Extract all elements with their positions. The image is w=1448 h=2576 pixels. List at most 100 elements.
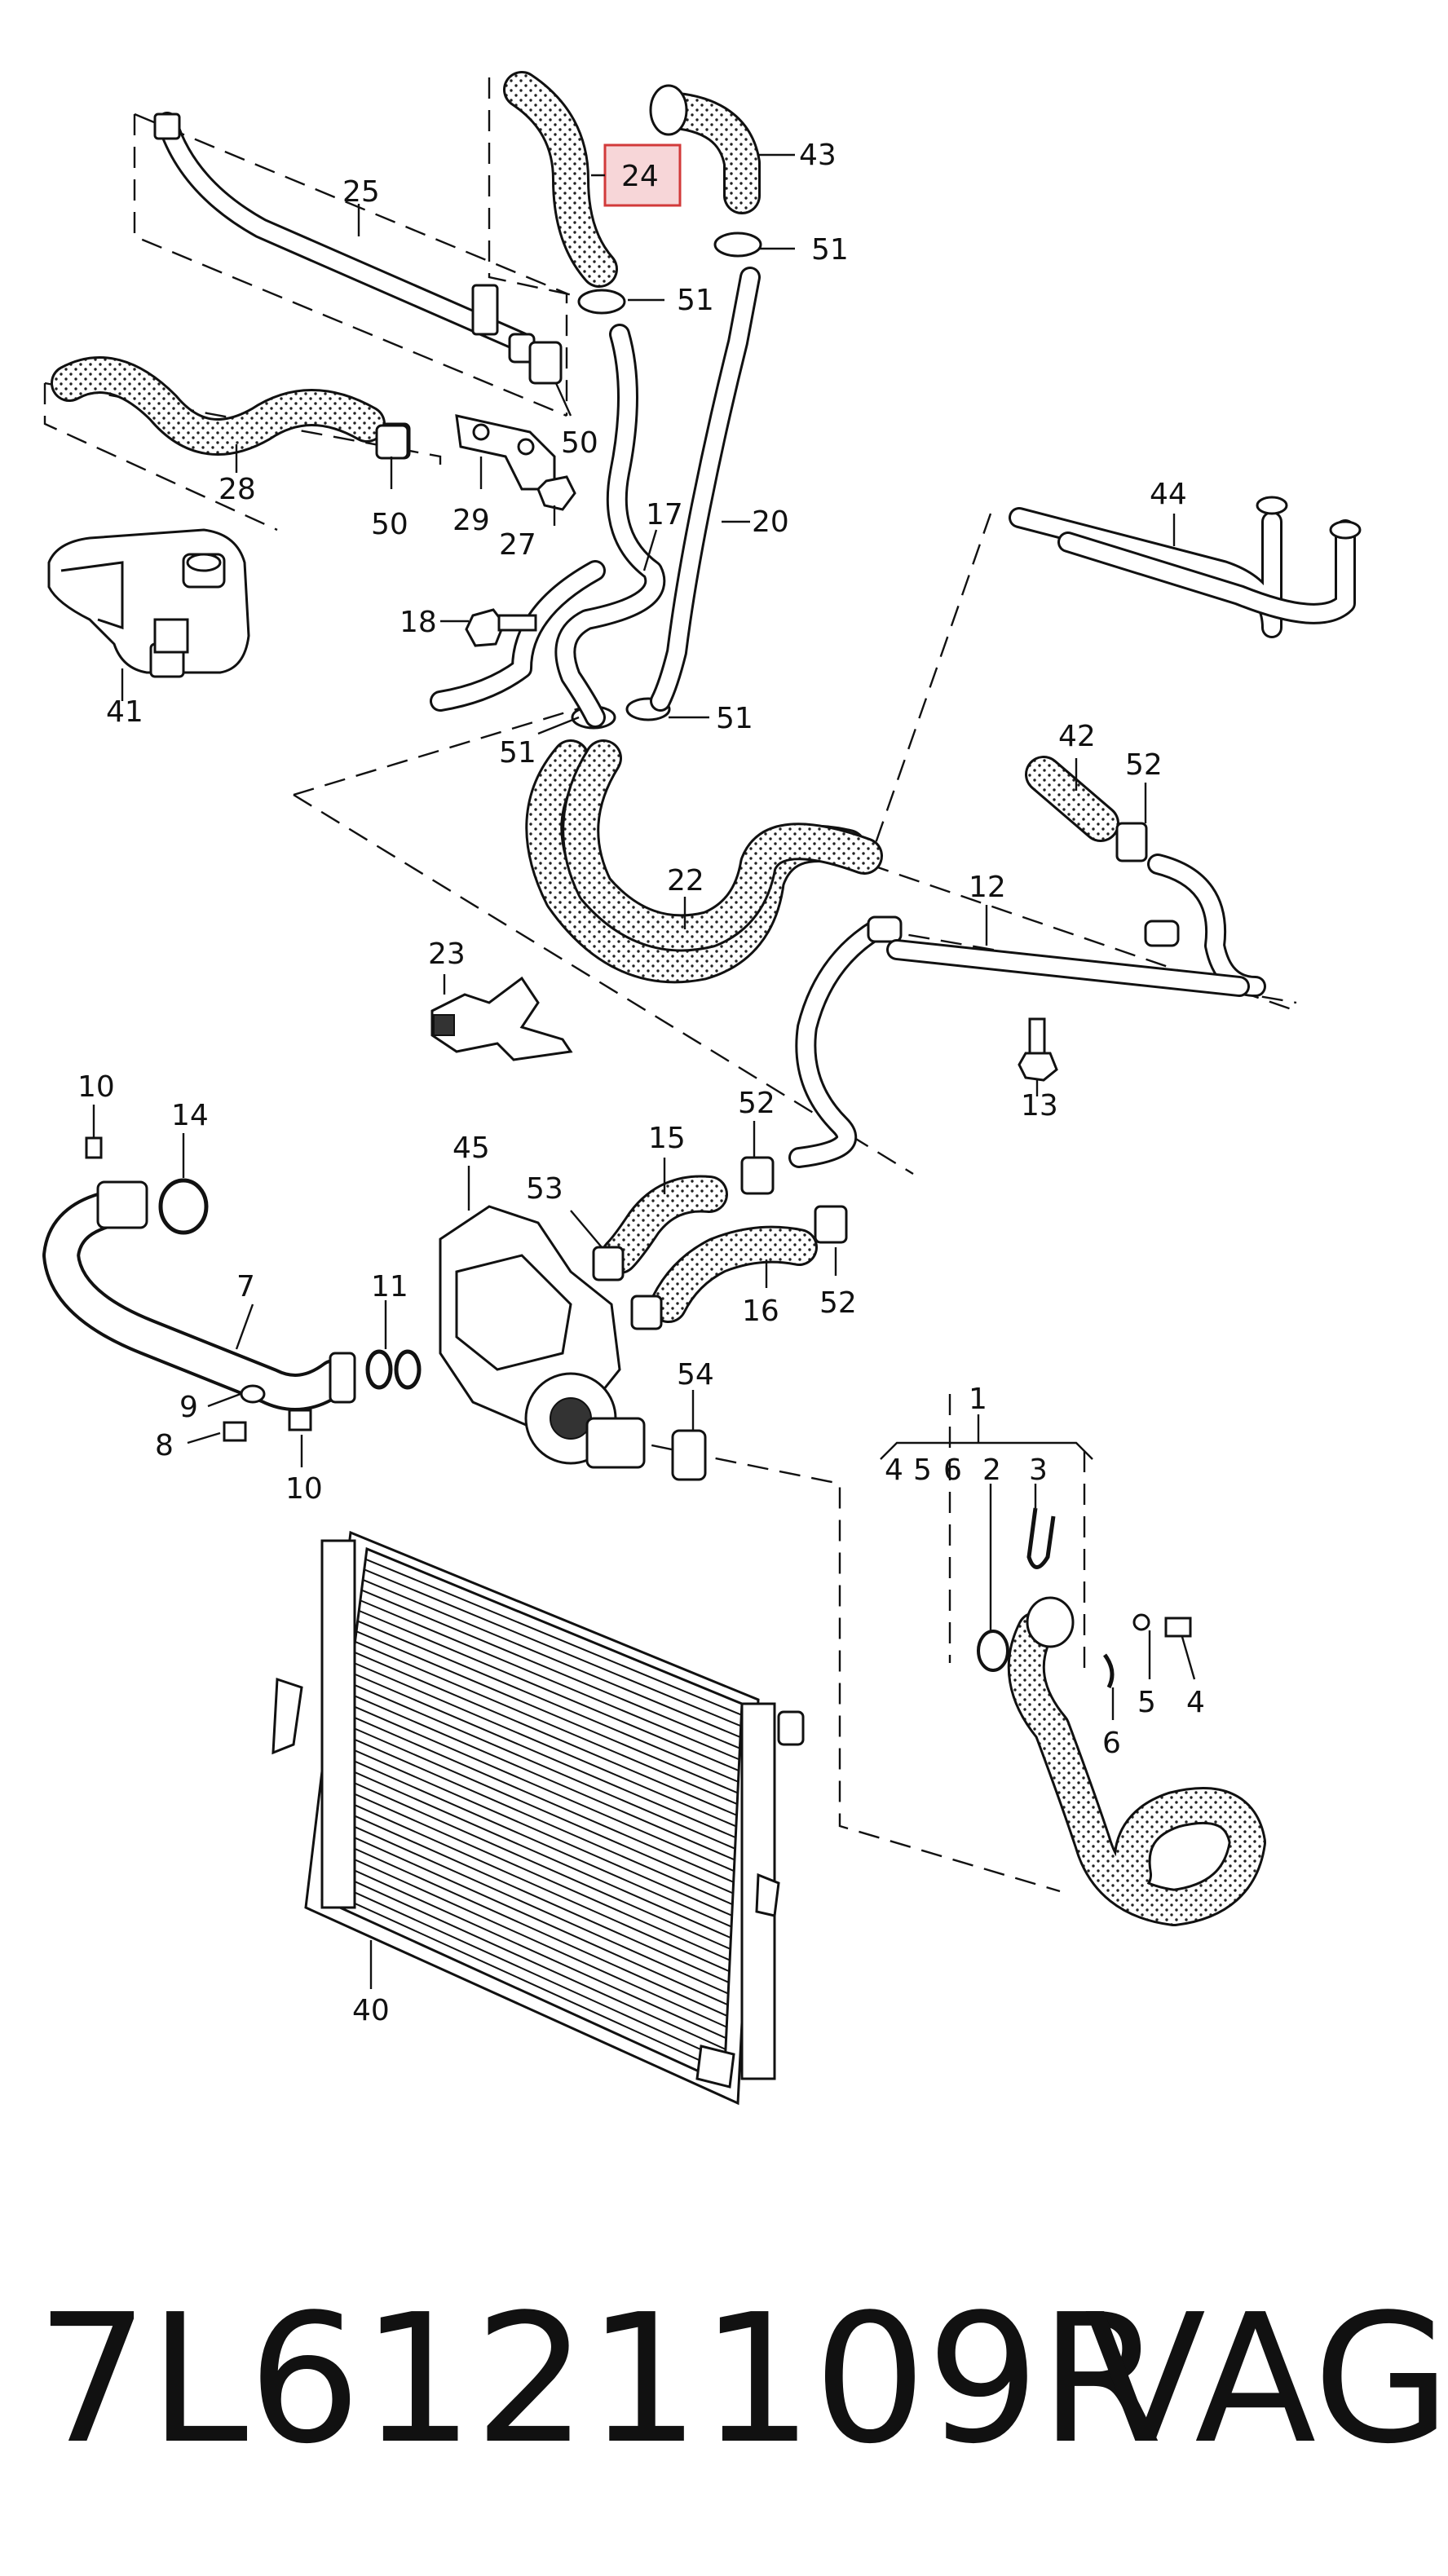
callout-1: 1: [969, 1383, 987, 1416]
part-16-hose: [650, 1225, 818, 1323]
callout-44: 44: [1150, 478, 1187, 511]
callout-9: 9: [179, 1391, 198, 1424]
radiator-fin: [342, 1733, 733, 1906]
radiator-fin: [334, 1795, 730, 1973]
part-18-bolt: [465, 608, 537, 647]
radiator-fin: [347, 1692, 735, 1861]
part-44-pipe-assembly: [1009, 496, 1362, 638]
callout-45: 45: [452, 1131, 490, 1165]
radiator-fin: [355, 1640, 738, 1806]
callout-50: 50: [561, 426, 598, 460]
radiator-fin: [347, 1702, 735, 1872]
callout-51: 51: [677, 284, 714, 317]
callout-12: 14: [171, 1099, 209, 1132]
radiator-fin: [344, 1723, 734, 1895]
part-42-hose: [1025, 756, 1148, 862]
callout-54: 54: [677, 1358, 714, 1392]
radiator-fin: [340, 1754, 732, 1928]
callout-52: 52: [738, 1087, 775, 1120]
part-23-sensor: [430, 976, 573, 1061]
brand-name: VAG: [1084, 2277, 1448, 2483]
callout-22: 22: [667, 864, 704, 898]
radiator-fin: [324, 1877, 726, 2062]
radiator-fin: [349, 1682, 735, 1850]
callout-51: 51: [716, 702, 753, 735]
callout-51: 51: [811, 233, 849, 267]
part-24-hose: [503, 71, 618, 288]
radiator-fin: [364, 1568, 742, 1727]
callout-53: 53: [526, 1172, 563, 1206]
part-15-bolt: [1018, 1017, 1058, 1082]
part-40-radiator: [272, 1530, 805, 2106]
part-17-pipe: [430, 324, 666, 728]
callout-17: 17: [646, 498, 683, 532]
part-11-seal: [365, 1349, 422, 1390]
callout-7: 7: [236, 1270, 255, 1303]
radiator-fin: [328, 1846, 727, 2028]
radiator-fin: [353, 1651, 737, 1816]
part-54-clip: [671, 1429, 707, 1481]
coolant-system-diagram: 25 24 43 51 51 50 28 50 29 27 17 20 18 4…: [42, 71, 1362, 2106]
callout-14: 12: [969, 871, 1006, 904]
radiator-fin: [325, 1868, 726, 2050]
radiator-fin: [355, 1630, 739, 1794]
radiator-fin: [361, 1589, 740, 1749]
callout-23: 23: [428, 937, 466, 971]
callout-4: 4: [1186, 1686, 1205, 1719]
callout-15: 13: [1021, 1089, 1058, 1123]
radiator-fin: [351, 1661, 737, 1828]
part-20-pipe: [650, 267, 761, 712]
part-50-clips: [375, 341, 563, 460]
callout-6: 6: [1102, 1727, 1121, 1760]
callout-11: 11: [371, 1270, 408, 1303]
part-22-hose: [525, 739, 883, 984]
callout-24: 24: [621, 160, 659, 193]
callout-labels: 25 24 43 51 51 50 28 50 29 27 17 20 18 4…: [77, 139, 1205, 2027]
callout-40: 40: [352, 1994, 390, 2027]
callout-4: 4: [885, 1453, 903, 1487]
radiator-fin: [323, 1888, 726, 2073]
radiator-fin: [360, 1599, 740, 1761]
leader-lines: [92, 153, 1196, 1989]
part-29-bracket: [455, 414, 576, 511]
part-43-hose: [649, 84, 761, 214]
radiator-fin: [332, 1815, 729, 1995]
callout-52: 52: [1125, 748, 1163, 782]
radiator-fin: [330, 1826, 728, 2006]
callout-6: 6: [943, 1453, 962, 1487]
radiator-fin: [345, 1713, 735, 1883]
callout-10: 10: [77, 1070, 115, 1104]
callout-50: 50: [371, 508, 408, 541]
callout-10: 10: [285, 1472, 323, 1506]
radiator-fin: [357, 1620, 739, 1783]
radiator-fin: [329, 1837, 728, 2017]
radiator-fin: [358, 1609, 739, 1771]
callout-43: 43: [799, 139, 837, 172]
radiator-fin: [341, 1744, 733, 1917]
callout-5: 5: [1137, 1686, 1156, 1719]
callout-13: 15: [648, 1122, 686, 1155]
radiator-fin: [351, 1671, 736, 1839]
radiator-fin: [338, 1775, 731, 1950]
part-41-expansion-tank: [47, 528, 250, 678]
callout-20: 20: [752, 505, 789, 539]
part-28-hose: [51, 356, 411, 460]
callout-27: 27: [499, 528, 536, 562]
radiator-fin: [366, 1548, 743, 1705]
small-fasteners: [85, 1136, 312, 1442]
part-52-53-clips: [592, 1156, 848, 1330]
callout-25: 25: [342, 175, 380, 209]
caption: 7L6121109R VAG: [0, 2274, 1448, 2486]
radiator-fin: [327, 1857, 726, 2040]
part-12-seal: [158, 1178, 209, 1235]
part-25-overflow-pipe: [153, 112, 536, 364]
dashed-group-lines: [43, 77, 1297, 1893]
callout-8: 8: [155, 1429, 174, 1462]
part-45-thermostat-housing: [439, 1205, 646, 1469]
callout-51: 51: [499, 736, 536, 770]
callout-5: 5: [913, 1453, 932, 1487]
part-7-pipe: [42, 1180, 356, 1411]
radiator-fin: [364, 1558, 742, 1716]
radiator-fin: [362, 1579, 741, 1738]
callout-28: 28: [219, 473, 256, 506]
